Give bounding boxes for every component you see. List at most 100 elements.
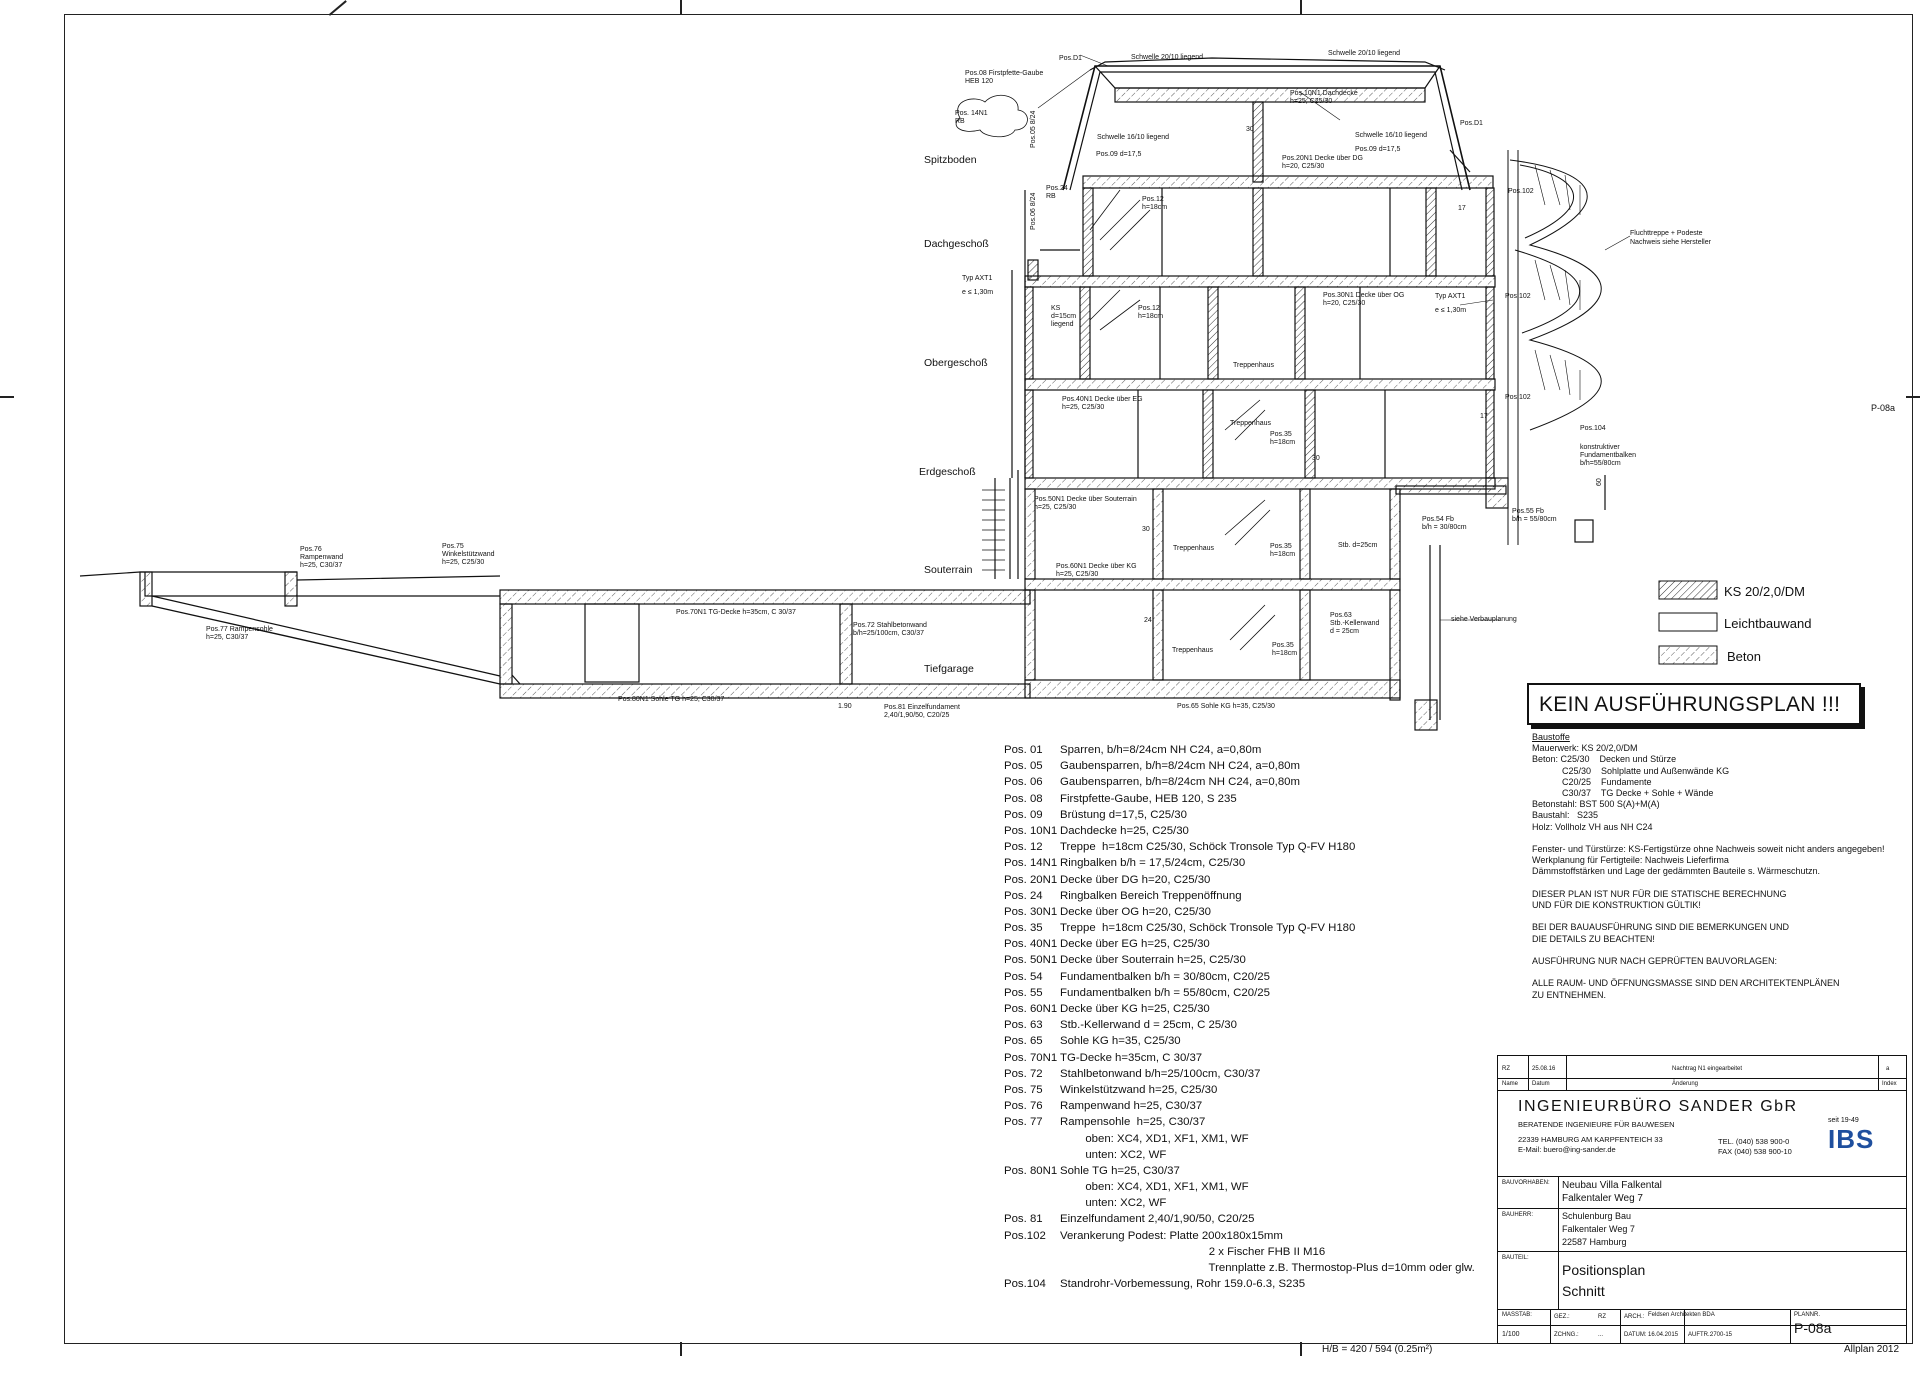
bauherr-line2: Falkentaler Weg 7 — [1562, 1224, 1635, 1234]
legend-label-beton: Beton — [1727, 649, 1761, 664]
frame-tick-top-mid — [680, 0, 682, 14]
position-number: Pos. 06 — [1004, 776, 1043, 789]
label-pos-80: Pos.80N1 Sohle TG h=25, C30/37 — [618, 696, 725, 703]
label-treppenhaus: Treppenhaus — [1233, 362, 1274, 369]
label-pos-30: Pos.30N1 Decke über OG — [1323, 292, 1405, 299]
label-pos-35: h=18cm — [1270, 439, 1296, 446]
label-schwelle: Schwelle 20/10 liegend — [1328, 50, 1400, 57]
label-dim: 17 — [1480, 413, 1488, 420]
label-pos-63: Pos.63 — [1330, 612, 1352, 619]
arch-value: Feldsen Architekten BDA — [1648, 1312, 1715, 1318]
notes-line — [1532, 945, 1885, 956]
label-pos-08: HEB 120 — [965, 78, 994, 85]
label-schwelle: Schwelle 16/10 liegend — [1097, 134, 1169, 141]
position-number: Pos.102 — [1004, 1229, 1046, 1242]
position-number: Pos. 81 — [1004, 1213, 1043, 1226]
label-schwelle: Schwelle 16/10 liegend — [1355, 132, 1427, 139]
frame-tick-bottom-mid — [680, 1342, 682, 1356]
datum-value: 16.04.2015 — [1648, 1332, 1679, 1338]
label-verbauplanung: siehe Verbauplanung — [1451, 616, 1517, 623]
label-pos-76: Pos.76 — [300, 546, 322, 553]
gez-value: RZ — [1598, 1314, 1606, 1320]
label-pos-60: h=25, C25/30 — [1056, 571, 1099, 578]
position-text: oben: XC4, XD1, XF1, XM1, WF — [1060, 1181, 1249, 1194]
notes-line: ALLE RAUM- UND ÖFFNUNGSMASSE SIND DEN AR… — [1532, 978, 1840, 989]
position-text: Decke über DG h=20, C25/30 — [1060, 873, 1211, 886]
label-dim: 60 — [1596, 478, 1603, 486]
position-text: Gaubensparren, b/h=8/24cm NH C24, a=0,80… — [1060, 760, 1300, 773]
label-pos-75: Pos.75 — [442, 543, 464, 550]
position-number: Pos.104 — [1004, 1278, 1046, 1291]
label-pos-72: b/h=25/100cm, C30/37 — [853, 630, 925, 637]
company-email: E-Mail: buero@ing-sander.de — [1518, 1145, 1616, 1154]
label-pos-104: Pos.104 — [1580, 425, 1606, 432]
position-text: Firstpfette-Gaube, HEB 120, S 235 — [1060, 792, 1237, 805]
label-pos-20: Pos.20N1 Decke über DG — [1282, 155, 1363, 162]
legend-label-leichtbauwand: Leichtbauwand — [1724, 616, 1812, 631]
position-number: Pos. 54 — [1004, 970, 1043, 983]
notes-line: Betonstahl: BST 500 S(A)+M(A) — [1532, 799, 1660, 810]
position-text: Trennplatte z.B. Thermostop-Plus d=10mm … — [1060, 1262, 1475, 1274]
label-pos-10: h=25, C25/30 — [1290, 98, 1333, 105]
label-pos-40: Pos.40N1 Decke über EG — [1062, 396, 1143, 403]
notes-line: AUSFÜHRUNG NUR NACH GEPRÜFTEN BAUVORLAGE… — [1532, 956, 1778, 966]
label-pos-08: Pos.08 Firstpfette-Gaube — [965, 70, 1044, 77]
notes-line: C30/37 TG Decke + Sohle + Wände — [1532, 788, 1714, 799]
level-label-souterrain: Souterrain — [924, 564, 973, 576]
position-text: Sparren, b/h=8/24cm NH C24, a=0,80m — [1060, 744, 1262, 756]
label-pos-14: RB — [955, 118, 965, 125]
label-konstruktiver: konstruktiver — [1580, 444, 1620, 451]
rev-name: RZ — [1502, 1066, 1510, 1072]
label-pos-12: Pos.12 — [1142, 196, 1164, 203]
label-pos-76: h=25, C30/37 — [300, 562, 343, 569]
position-text: Einzelfundament 2,40/1,90/50, C20/25 — [1060, 1213, 1255, 1226]
label-pos-05: Pos.05 8/24 — [1030, 110, 1037, 148]
position-number: Pos. 12 — [1004, 841, 1043, 854]
label-pos-d1: Pos.D1 — [1059, 55, 1082, 62]
auftr-value: 2700-15 — [1710, 1332, 1733, 1338]
hdr-index: Index — [1882, 1081, 1897, 1087]
label-pos-63: d = 25cm — [1330, 628, 1359, 635]
notes-line: Baustahl: S235 — [1532, 810, 1599, 821]
level-label-spitzboden: Spitzboden — [924, 154, 977, 166]
label-typ-axt1: Typ AXT1 — [1435, 293, 1466, 300]
label-dim: 30 — [1312, 455, 1320, 462]
label-fluchttreppe: Fluchttreppe + Podeste — [1630, 230, 1703, 237]
label-pos-12: Pos.12 — [1138, 305, 1160, 312]
label-pos-65: Pos.65 Sohle KG h=35, C25/30 — [1177, 703, 1275, 710]
notes-line: ZU ENTNEHMEN. — [1532, 989, 1606, 1000]
position-number: Pos. 24 — [1004, 889, 1043, 902]
label-pos-102: Pos.102 — [1508, 188, 1534, 195]
company-subtitle: BERATENDE INGENIEURE FÜR BAUWESEN — [1518, 1120, 1675, 1129]
bauvorhaben-line2: Falkentaler Weg 7 — [1562, 1193, 1643, 1204]
position-number: Pos. 20N1 — [1004, 873, 1058, 886]
label-pos-54: b/h = 30/80cm — [1422, 524, 1467, 531]
side-plan-id: P-08a — [1871, 403, 1896, 413]
label-pos-70: Pos.70N1 TG-Decke h=35cm, C 30/37 — [676, 609, 796, 616]
massstab-value: 1/100 — [1502, 1331, 1520, 1338]
legend-swatch-beton — [1658, 645, 1718, 665]
label-pos-72: Pos.72 Stahlbetonwand — [853, 622, 927, 629]
bauvorhaben-line1: Neubau Villa Falkental — [1562, 1180, 1662, 1191]
label-pos-77: h=25, C30/37 — [206, 634, 249, 641]
position-text: Decke über OG h=20, C25/30 — [1060, 905, 1212, 918]
label-konstruktiver: b/h=55/80cm — [1580, 460, 1621, 467]
label-pos-102: Pos.102 — [1505, 394, 1531, 401]
footer-format: H/B = 420 / 594 (0.25m²) — [1322, 1344, 1433, 1355]
notes-line: Dämmstoffstärken und Lage der gedämmten … — [1532, 866, 1820, 877]
level-label-dachgeschoss: Dachgeschoß — [924, 238, 989, 250]
label-dim: 30 — [1246, 126, 1254, 133]
notes-line — [1532, 878, 1885, 889]
company-tel: TEL. (040) 538 900-0 — [1718, 1137, 1790, 1146]
label-pos-30: h=20, C25/30 — [1323, 300, 1366, 307]
label-pos-75: h=25, C25/30 — [442, 559, 485, 566]
notes-line: C25/30 Sohlplatte und Außenwände KG — [1532, 765, 1730, 776]
legend-swatch-leichtbau — [1658, 612, 1718, 632]
position-number: Pos. 05 — [1004, 760, 1043, 773]
position-text: Treppe h=18cm C25/30, Schöck Tronsole Ty… — [1060, 922, 1356, 935]
warning-box: KEIN AUSFÜHRUNGSPLAN !!! — [1527, 683, 1861, 725]
frame-tick-bottom-right — [1300, 1342, 1302, 1356]
company-seit: seit 19-49 — [1828, 1117, 1859, 1124]
bauherr-line3: 22587 Hamburg — [1562, 1237, 1627, 1247]
position-text: Fundamentbalken b/h = 30/80cm, C20/25 — [1060, 970, 1270, 983]
